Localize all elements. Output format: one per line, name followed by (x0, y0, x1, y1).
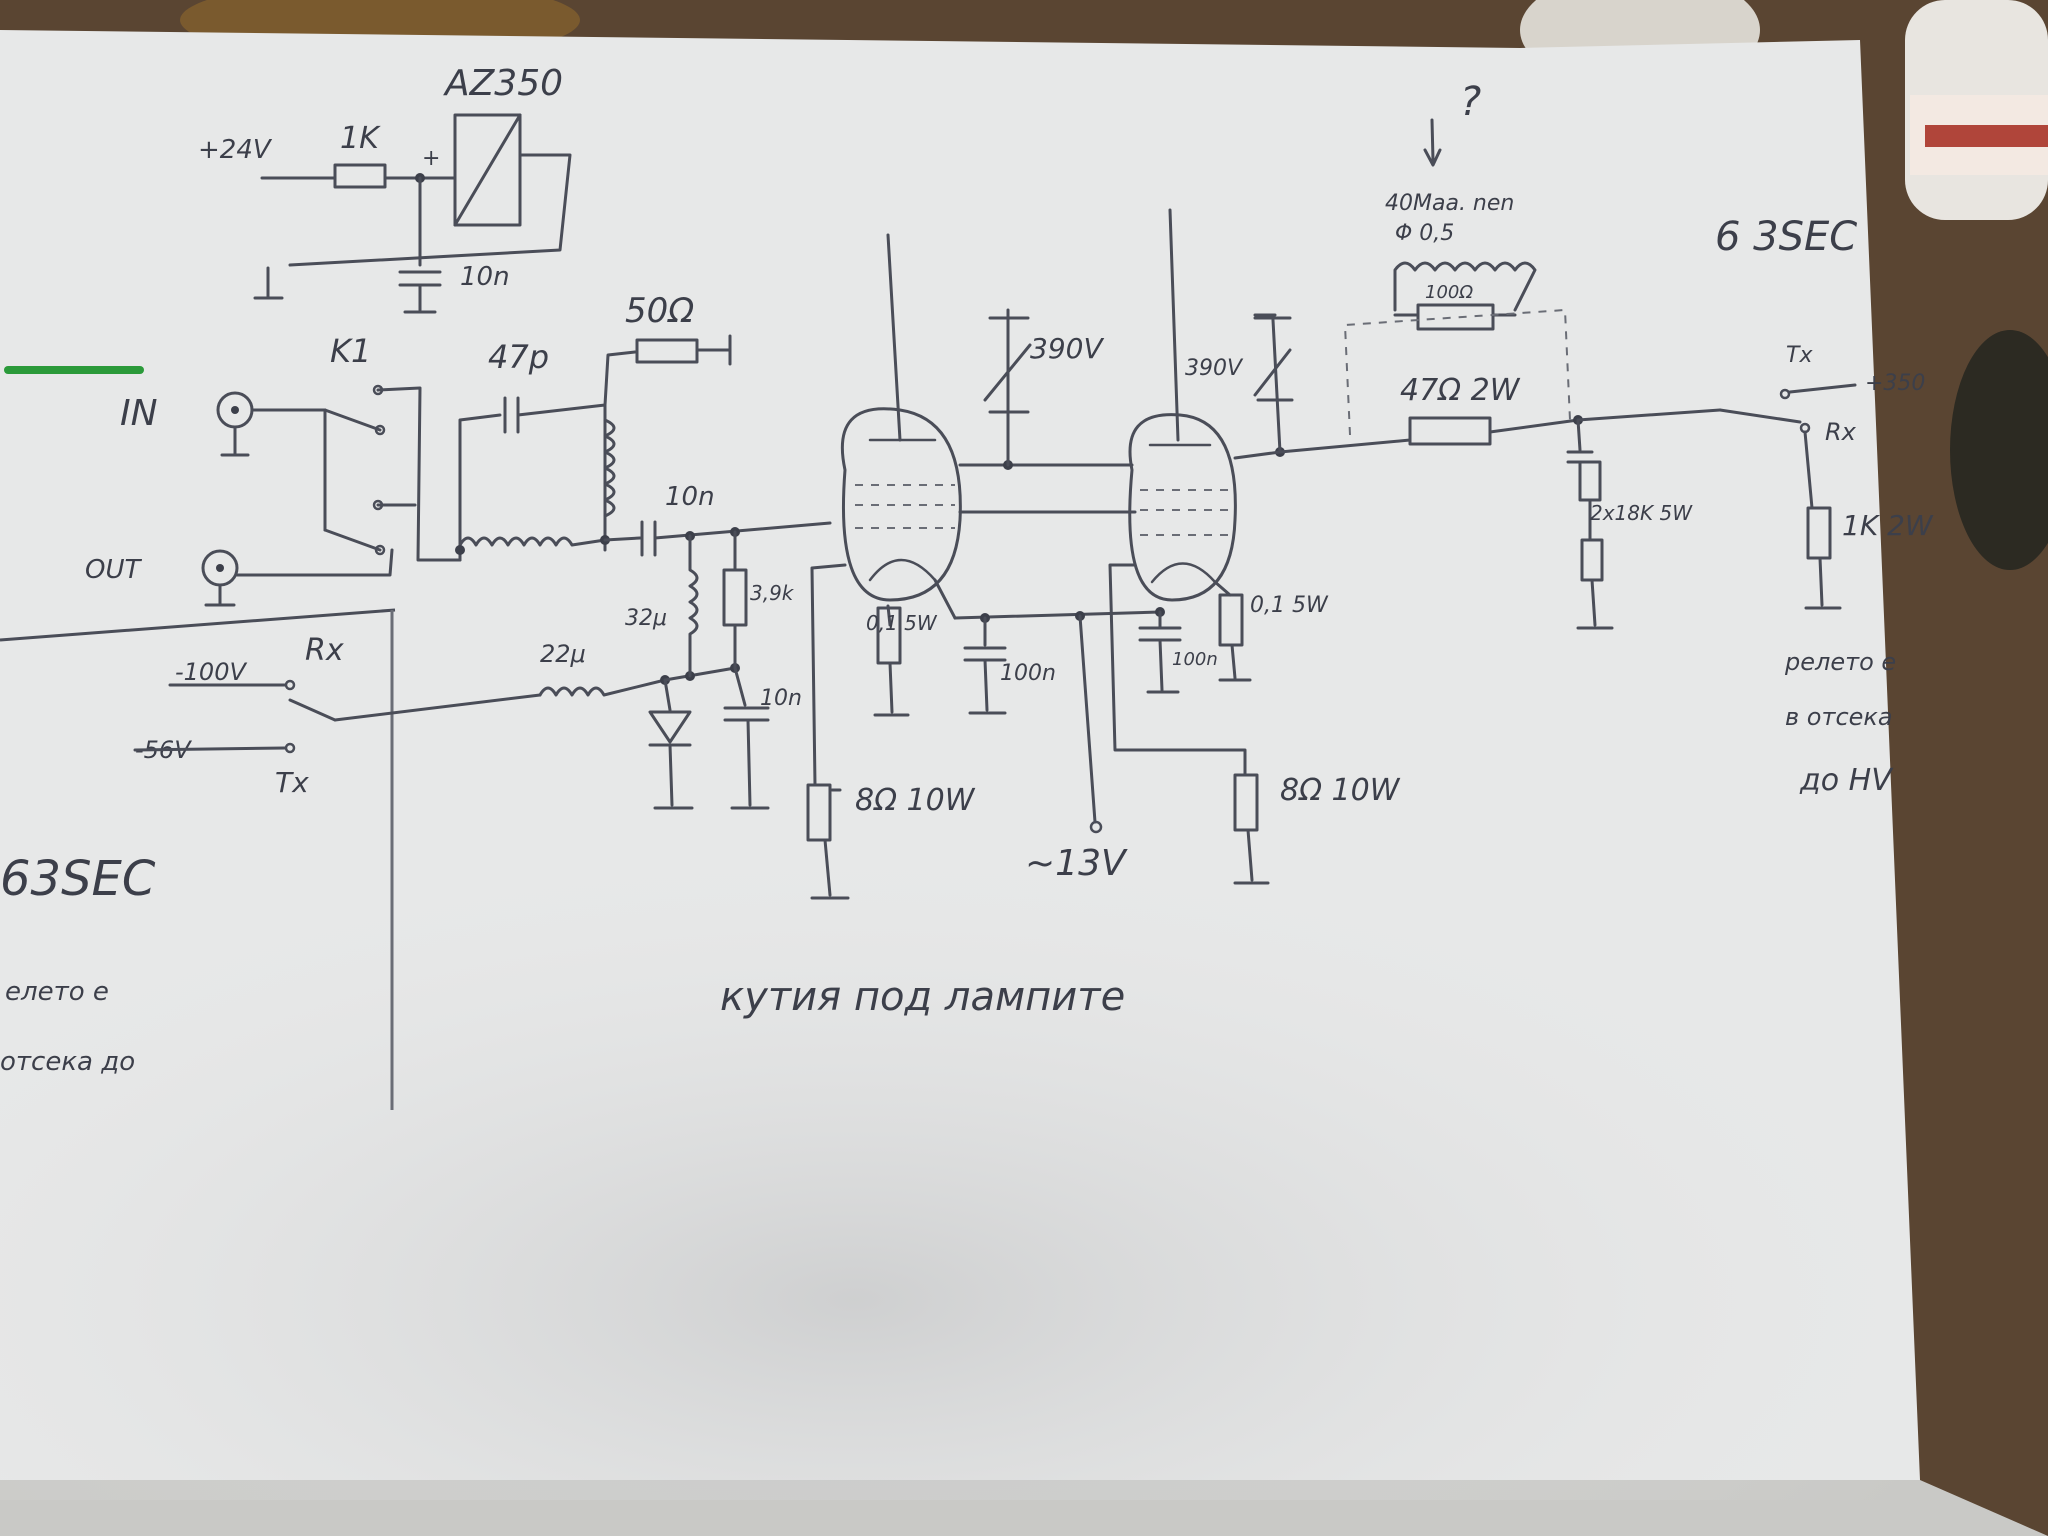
bias-choke-1 (538, 678, 667, 697)
io-connectors: IN OUT K1 (85, 332, 462, 607)
cathode-2-cap-label: 100n (1172, 649, 1218, 670)
cathode-2-resistor-label: 0,1 5W (1250, 593, 1329, 618)
bleeder-label: 2x18K 5W (1590, 501, 1693, 525)
parasitic-note: 40Maa. nen (1385, 191, 1514, 216)
bias-rx-label: Rx (305, 633, 344, 668)
parasitic-resistor (1416, 303, 1495, 331)
bias-choke-2 (688, 534, 699, 678)
bias-tx-label: Tx (275, 766, 309, 799)
screen-2-resistor (1233, 773, 1259, 832)
anode-resistor-label: 47Ω 2W (1400, 373, 1521, 408)
left-tube-type: 63SEC (0, 851, 156, 907)
tube-2 (1128, 413, 1237, 602)
trimmer-2-label: 390V (1185, 356, 1244, 381)
relay-resistor-label: 1K (340, 121, 381, 156)
output-network: ? 40Maa. nen Φ 0,5 100Ω 47Ω 2W 2x18K 5W … (1278, 79, 1934, 798)
heater-label: ~13V (1025, 843, 1128, 884)
bias-rx-voltage: -100V (175, 658, 247, 686)
screen-1-resistor (806, 783, 832, 842)
bias-diode (648, 710, 692, 744)
left-text-line-2: отсека до (0, 1047, 135, 1077)
shunt-inductor (603, 418, 616, 518)
input-network: 47p 50Ω 10n (455, 291, 832, 562)
bias-cap-label: 10n (760, 686, 802, 711)
tube-1 (840, 407, 962, 602)
side-note-line-2: в отсека (1785, 703, 1893, 731)
caption: кутия под лампите (720, 974, 1125, 1020)
tube-stage: 390V 390V 0,1 5W 100n 100n 0,1 5W (806, 208, 1401, 900)
screen-2-resistor-label: 8Ω 10W (1280, 773, 1401, 808)
relay-circuit: +24V 1K + AZ350 10n (198, 63, 572, 314)
relay-plus-sign: + (422, 146, 440, 171)
jar (1905, 0, 2048, 220)
in-label: IN (120, 393, 158, 434)
bias-supply: -100V Rx -56V Tx 22μ 32μ 3,9k 10n (133, 530, 802, 810)
cathode-1-resistor-label: 0,1 5W (866, 611, 938, 635)
parasitic-note-value: Φ 0,5 (1395, 221, 1454, 246)
tube-type-label: 6 3SEC (1715, 214, 1857, 260)
relay-coil (453, 113, 522, 227)
coupling-cap-label: 10n (665, 482, 715, 512)
bias-resistor-label: 3,9k (750, 581, 795, 605)
bias-choke-2-label: 32μ (625, 606, 667, 631)
relay-name: AZ350 (443, 63, 563, 104)
left-text-line-1: елето е (5, 977, 109, 1007)
relay-cap-label: 10n (460, 262, 510, 292)
side-note-line-1: релето е (1784, 648, 1896, 676)
output-rx-label: Rx (1825, 418, 1857, 446)
parasitic-choke (1393, 261, 1537, 312)
parasitic-resistor-label: 100Ω (1425, 282, 1473, 303)
output-tx-label: Tx (1786, 343, 1813, 368)
trimmer-1-label: 390V (1030, 332, 1104, 365)
series-inductor (458, 536, 607, 547)
out-label: OUT (85, 555, 142, 585)
relay-supply-label: +24V (198, 135, 273, 165)
input-resistor-label: 50Ω (625, 291, 694, 331)
side-note-line-3: до HV (1799, 763, 1894, 798)
input-cap-label: 47p (488, 338, 549, 376)
bias-choke-1-label: 22μ (540, 640, 586, 668)
desk-object-3 (1950, 330, 2048, 570)
rx-resistor-label: 1K 2W (1842, 509, 1934, 542)
screen-1-resistor-label: 8Ω 10W (855, 783, 976, 818)
k1-label: K1 (330, 332, 371, 370)
cathode-1-cap-label: 100n (1000, 661, 1056, 686)
output-hv-label: +350 (1865, 371, 1925, 396)
left-sheet-text: 63SEC елето е отсека до (0, 851, 156, 1077)
question-mark: ? (1460, 79, 1481, 125)
